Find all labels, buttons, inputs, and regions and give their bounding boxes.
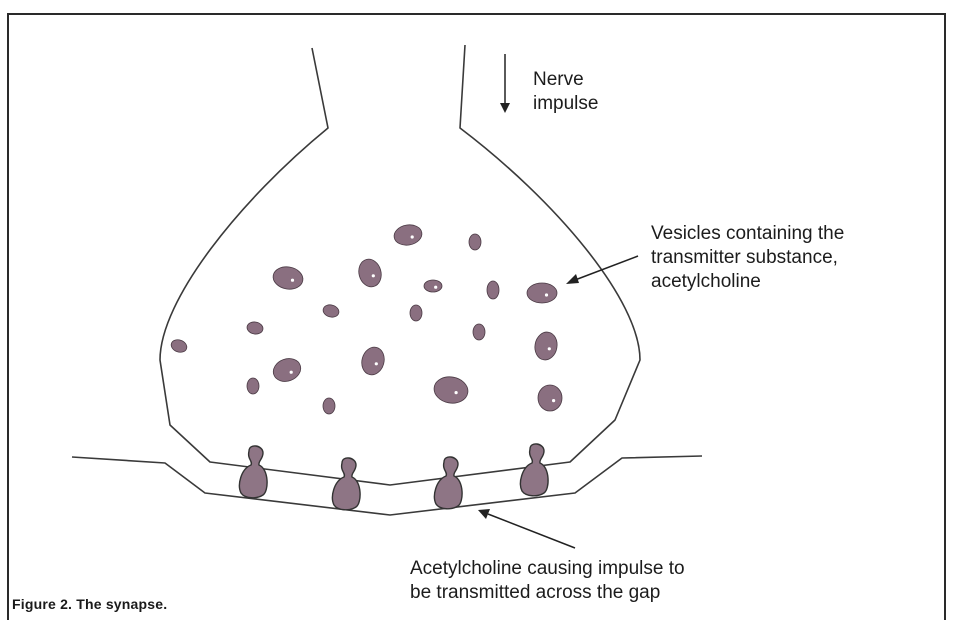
vesicle-highlight [434, 286, 437, 289]
vesicles-label: Vesicles containing the transmitter subs… [651, 222, 844, 294]
vesicle [356, 257, 384, 290]
vesicle [169, 338, 188, 355]
vesicle-highlight [552, 399, 555, 402]
acetylcholine-receptor [332, 458, 360, 510]
vesicle [469, 234, 481, 250]
vesicle-highlight [290, 371, 293, 374]
acetylcholine-gap-label: Acetylcholine causing impulse to be tran… [410, 557, 685, 605]
figure-caption: Figure 2. The synapse. [12, 596, 167, 612]
gap-arrow [478, 509, 575, 548]
vesicle [538, 385, 562, 411]
nerve-impulse-arrow [500, 54, 510, 113]
vesicle [323, 398, 335, 414]
gap-label-line-2: be transmitted across the gap [410, 581, 685, 605]
acetylcholine-receptor [239, 446, 267, 498]
nerve-impulse-line-2: impulse [533, 92, 598, 116]
vesicle [271, 265, 304, 292]
vesicle [487, 281, 499, 299]
vesicle [359, 345, 387, 378]
vesicle-highlight [455, 391, 458, 394]
vesicle [270, 355, 304, 385]
vesicle [533, 330, 560, 361]
vesicles-arrow [566, 256, 638, 284]
vesicles-label-line-3: acetylcholine [651, 270, 844, 294]
vesicle [432, 374, 470, 406]
figure-border [8, 14, 945, 620]
vesicle [322, 303, 341, 319]
postsynaptic-membrane [72, 456, 702, 515]
nerve-impulse-line-1: Nerve [533, 68, 598, 92]
acetylcholine-receptor [434, 457, 462, 509]
vesicle-highlight [375, 362, 378, 365]
vesicles-label-line-2: transmitter substance, [651, 246, 844, 270]
vesicle [392, 223, 423, 248]
vesicle [246, 321, 264, 336]
vesicle [247, 378, 259, 394]
vesicle [410, 305, 422, 321]
vesicle-highlight [411, 235, 414, 238]
vesicles-group [169, 223, 562, 414]
vesicle-highlight [545, 293, 548, 296]
vesicle-highlight [548, 347, 551, 350]
vesicles-label-line-1: Vesicles containing the [651, 222, 844, 246]
vesicle [424, 280, 442, 292]
vesicle-highlight [291, 279, 294, 282]
nerve-impulse-label: Nerve impulse [533, 68, 598, 116]
receptors-group [239, 444, 548, 510]
vesicle [527, 283, 557, 303]
vesicle-highlight [372, 274, 375, 277]
vesicle [473, 324, 485, 340]
acetylcholine-receptor [520, 444, 548, 496]
gap-label-line-1: Acetylcholine causing impulse to [410, 557, 685, 581]
